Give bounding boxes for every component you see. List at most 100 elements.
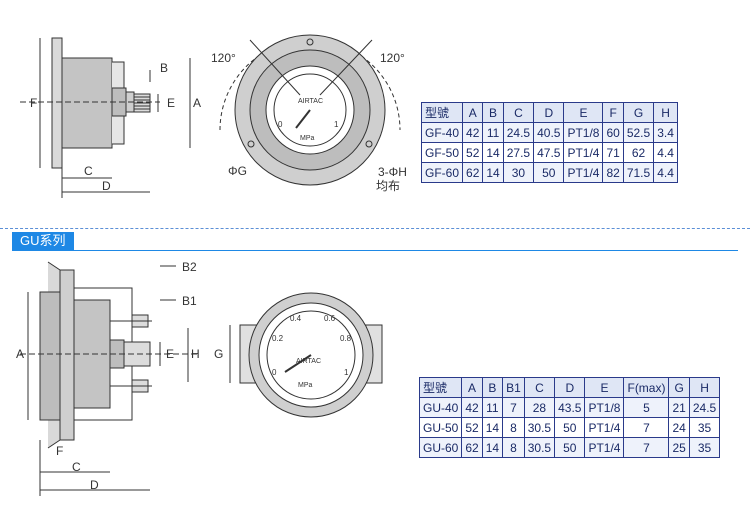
gf-label-e: E xyxy=(167,96,175,110)
table-row: GF-50 52 14 27.5 47.5 PT1/4 71 62 4.4 xyxy=(420,142,678,163)
table-row: GU-60 62 14 8 30.5 50 PT1/4 7 25 35 xyxy=(418,437,721,458)
table-cell: 47.5 xyxy=(533,142,565,163)
table-cell: 62 xyxy=(462,162,484,183)
table-cell: 30 xyxy=(502,162,535,183)
gu-dial-tick-5: 1 xyxy=(344,368,349,377)
gf-holes: 3-ΦH xyxy=(378,165,407,179)
gu-th-b: B xyxy=(481,377,504,398)
table-cell: GF-40 xyxy=(420,122,464,143)
gu-label-d: D xyxy=(90,478,99,492)
gf-label-f: F xyxy=(30,96,37,110)
table-cell: 71.5 xyxy=(622,162,655,183)
table-cell: 14 xyxy=(481,437,504,458)
table-cell: 5 xyxy=(623,397,670,418)
table-cell: 52 xyxy=(462,142,484,163)
gu-dial-tick-0: 0 xyxy=(272,368,277,377)
table-cell: 30.5 xyxy=(523,437,556,458)
gf-phi-g: ΦG xyxy=(228,164,247,178)
table-cell: 14 xyxy=(481,417,504,438)
table-cell: 24 xyxy=(668,417,690,438)
table-cell: 42 xyxy=(461,397,483,418)
table-cell: 50 xyxy=(554,417,586,438)
table-cell: 35 xyxy=(688,437,721,458)
gu-label-c: C xyxy=(72,460,81,474)
table-cell: 11 xyxy=(481,397,504,418)
table-cell: 62 xyxy=(461,437,483,458)
gf-angle-left: 120° xyxy=(211,51,236,65)
gf-side-view xyxy=(20,37,191,198)
table-cell: 8 xyxy=(502,417,525,438)
table-cell: 3.4 xyxy=(653,122,678,143)
gf-dial-unit: MPa xyxy=(300,135,315,142)
gu-dial-tick-4: 0.8 xyxy=(340,334,352,343)
table-cell: 4.4 xyxy=(653,142,678,163)
table-cell: PT1/8 xyxy=(563,122,604,143)
table-cell: 24.5 xyxy=(502,122,535,143)
table-row: GF-60 62 14 30 50 PT1/4 82 71.5 4.4 xyxy=(420,162,678,183)
gf-even: 均布 xyxy=(376,179,400,193)
gu-label-e: E xyxy=(166,347,174,361)
gu-label-b2: B2 xyxy=(182,260,197,274)
table-cell: 30.5 xyxy=(523,417,556,438)
gf-drawings: F B E A C D 120° 120° ΦG 3-ΦH 均布 AIRTAC … xyxy=(20,34,407,198)
gu-th-a: A xyxy=(461,377,483,398)
gu-th-h: H xyxy=(688,377,721,398)
gu-dial-unit: MPa xyxy=(298,382,313,389)
table-row: GF-40 42 11 24.5 40.5 PT1/8 60 52.5 3.4 xyxy=(420,122,678,143)
gf-front-view xyxy=(219,34,401,186)
gf-spec-table: 型號 A B C D E F G H GF-40 42 11 24.5 40.5… xyxy=(420,102,678,183)
gu-label-f: F xyxy=(56,444,63,458)
gu-series-tag: GU系列 xyxy=(12,232,74,250)
table-cell: PT1/4 xyxy=(584,437,625,458)
table-cell: 28 xyxy=(523,397,556,418)
gu-th-d: D xyxy=(554,377,586,398)
table-cell: GU-40 xyxy=(418,397,463,418)
table-cell: 40.5 xyxy=(533,122,565,143)
table-cell: 82 xyxy=(602,162,624,183)
gf-th-model: 型號 xyxy=(420,102,464,123)
gf-dial-tick-1: 1 xyxy=(334,120,339,129)
gu-label-g: G xyxy=(214,347,223,361)
gf-label-d: D xyxy=(102,179,111,193)
gu-dial-tick-1: 0.2 xyxy=(272,334,284,343)
table-cell: PT1/8 xyxy=(584,397,625,418)
gu-dial-tick-2: 0.4 xyxy=(290,314,302,323)
section-divider xyxy=(0,228,750,229)
gf-th-d: D xyxy=(533,102,565,123)
gu-th-b1: B1 xyxy=(502,377,525,398)
gu-label-b1: B1 xyxy=(182,294,197,308)
gu-side-view xyxy=(20,261,200,496)
gu-dial-brand: AIRTAC xyxy=(296,358,321,365)
gu-spec-table: 型號 A B B1 C D E F(max) G H GU-40 42 11 7… xyxy=(418,377,721,458)
table-cell: 27.5 xyxy=(502,142,535,163)
gu-th-model: 型號 xyxy=(418,377,463,398)
table-cell: 25 xyxy=(668,437,690,458)
gf-th-a: A xyxy=(462,102,484,123)
gf-th-c: C xyxy=(502,102,535,123)
gf-angle-right: 120° xyxy=(380,51,405,65)
table-cell: GF-60 xyxy=(420,162,464,183)
table-cell: 50 xyxy=(533,162,565,183)
table-cell: 52.5 xyxy=(622,122,655,143)
gf-dial-tick-0: 0 xyxy=(278,120,283,129)
table-row: GU-50 52 14 8 30.5 50 PT1/4 7 24 35 xyxy=(418,417,721,438)
gf-th-h: H xyxy=(653,102,678,123)
gf-th-b: B xyxy=(482,102,504,123)
table-cell: 35 xyxy=(688,417,721,438)
table-row: GU-40 42 11 7 28 43.5 PT1/8 5 21 24.5 xyxy=(418,397,721,418)
gf-label-b: B xyxy=(160,61,168,75)
gf-label-c: C xyxy=(84,164,93,178)
table-cell: 8 xyxy=(502,437,525,458)
gu-th-c: C xyxy=(523,377,556,398)
gu-dial-tick-3: 0.6 xyxy=(324,314,336,323)
gu-front-view xyxy=(229,292,383,418)
gu-label-a: A xyxy=(16,347,24,361)
gf-th-g: G xyxy=(622,102,655,123)
table-cell: 11 xyxy=(482,122,504,143)
table-cell: GF-50 xyxy=(420,142,464,163)
gu-drawings: B2 B1 A E H F C D G AIRTAC MPa 0 0.2 0.4… xyxy=(16,260,383,496)
table-cell: PT1/4 xyxy=(563,142,604,163)
table-cell: 7 xyxy=(502,397,525,418)
table-cell: 62 xyxy=(622,142,655,163)
table-cell: 60 xyxy=(602,122,624,143)
